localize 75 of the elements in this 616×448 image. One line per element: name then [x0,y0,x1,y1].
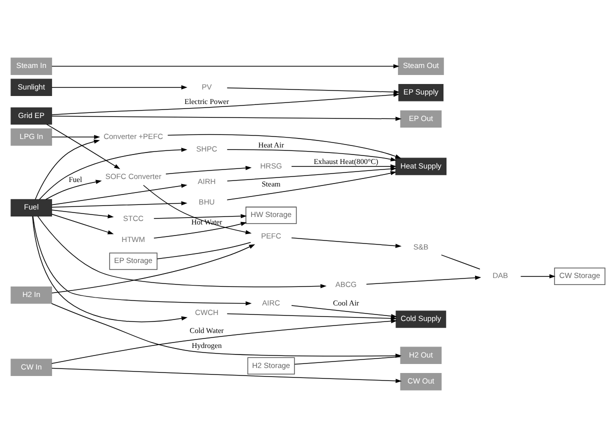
connector [156,242,252,260]
arrow [520,274,556,278]
arrow [51,319,398,364]
connector [440,254,480,270]
node-box: CW Storage [554,268,606,285]
arrow [167,134,402,158]
node-box: EP Supply [398,84,444,102]
arrow [45,180,102,200]
arrow [291,238,402,248]
node-box: Fuel [10,199,52,216]
arrow [37,216,327,288]
node-text: PEFC [261,231,282,240]
node-box: CW In [10,358,52,376]
node-box: H2 In [10,286,52,304]
arrow [51,368,402,383]
arrow [366,276,482,285]
node-box: H2 Out [400,346,442,364]
arrow [51,184,188,206]
node-text: PV [202,82,212,92]
node-text: AIRC [262,298,280,308]
edge-label: Exhaust Heat(800°C) [314,157,378,166]
arrow [143,184,252,234]
arrow [52,244,256,294]
edge-label: Hydrogen [192,340,222,350]
node-text: CWCH [195,308,218,318]
node-text: BHU [198,197,215,206]
edge-label: Cold Water [190,326,224,335]
arrow [51,134,100,140]
arrow [51,201,188,208]
arrow [32,216,252,306]
node-box: Steam Out [398,58,444,75]
arrow [226,166,397,182]
node-box: Sunlight [10,78,52,96]
arrow [51,92,400,116]
arrow [154,222,247,238]
node-box: Heat Supply [395,158,447,176]
arrow [52,64,400,68]
node-box: HW Storage [246,206,297,224]
node-text: HRSG [260,161,282,170]
arrow [51,210,114,218]
arrow [166,166,252,174]
arrow [32,216,188,322]
edge-label: Fuel [68,175,82,184]
arrow [51,214,114,234]
node-text: STCC [123,214,144,223]
node-box: Steam In [10,58,52,75]
node-text: SHPC [196,144,218,154]
arrow [154,214,247,219]
node-text: ABCG [335,280,357,290]
node-text: AIRH [198,177,216,186]
node-text: HTWM [122,235,146,244]
arrow [226,149,397,162]
node-box: H2 Storage [247,357,295,375]
node-text: Converter +PEFC [104,132,164,141]
arrow [38,148,188,200]
arrow [51,85,188,90]
edge-label: Cool Air [332,298,360,308]
arrow [46,124,120,170]
arrow [52,116,402,121]
node-box: Grid EP [10,107,52,125]
node-box: EP Out [400,110,442,128]
connector [294,356,401,365]
arrow [226,87,400,94]
edge-label: Electric Power [184,96,229,106]
arrow [226,171,397,200]
edge-label: Steam [262,180,281,189]
node-box: EP Storage [109,252,158,270]
node-box: CW Out [400,373,442,390]
node-text: DAB [492,271,508,280]
node-box: Cold Supply [396,310,446,328]
node-box: LPG In [10,128,52,146]
arrow [34,140,100,200]
edge-label: Heat Air [258,140,284,150]
node-text: S&B [413,242,428,252]
node-text: SOFC Converter [105,172,162,181]
